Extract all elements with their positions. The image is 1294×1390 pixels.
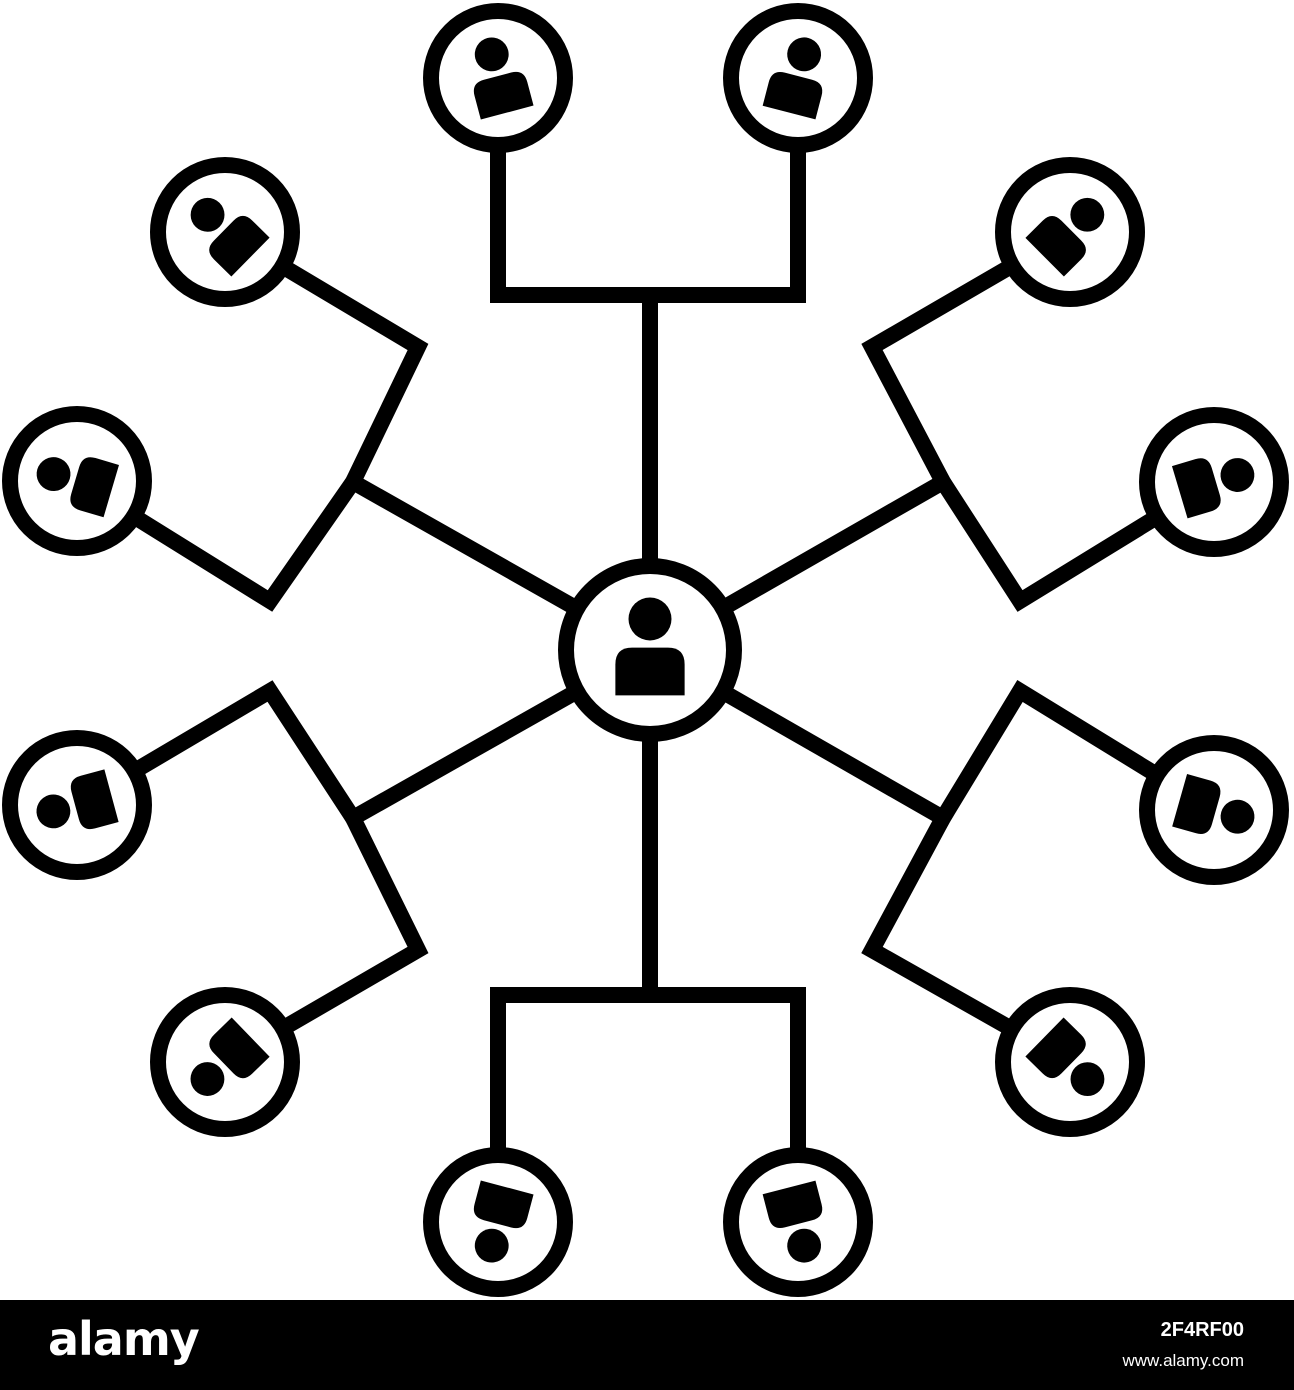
person-node-upper-left-1 [150, 157, 300, 307]
person-icon [36, 457, 119, 518]
bracket-line-upper-left [72, 225, 429, 612]
person-node-lower-left-1 [2, 730, 152, 880]
person-head [787, 37, 822, 72]
person-node-lower-right-2 [995, 987, 1145, 1137]
person-head [190, 1062, 225, 1096]
site-url-label: www.alamy.com [1122, 1351, 1244, 1370]
person-body [70, 457, 119, 518]
person-node-top-1 [423, 3, 573, 153]
person-node-lower-left-2 [150, 987, 300, 1137]
person-body [1025, 1017, 1086, 1079]
person-body [762, 72, 823, 120]
person-body [615, 647, 685, 696]
person-body [762, 1180, 823, 1228]
bracket-line-lower-right [861, 679, 1219, 1069]
person-body [1172, 774, 1221, 834]
person-body [209, 1017, 270, 1079]
person-node-upper-right-2 [1139, 407, 1289, 557]
person-head [628, 597, 672, 641]
person-icon [473, 37, 534, 120]
person-icon [1025, 197, 1105, 277]
person-icon [762, 1180, 823, 1263]
person-body [1025, 215, 1086, 277]
person-icon [36, 769, 119, 830]
center-person-node [558, 558, 742, 742]
person-node-lower-right-1 [1139, 735, 1289, 885]
person-icon [762, 37, 823, 120]
person-node-top-2 [723, 3, 873, 153]
person-icon [1025, 1017, 1105, 1097]
person-icon [1171, 458, 1255, 519]
bracket-line-upper-right [861, 225, 1219, 612]
person-head [474, 1228, 509, 1263]
person-node-upper-left-2 [2, 406, 152, 556]
brand-logo: alamy [48, 1312, 200, 1366]
person-body [70, 769, 119, 830]
person-head [1070, 1062, 1105, 1097]
person-head [1070, 197, 1105, 232]
person-icon [190, 197, 270, 277]
person-node-bottom-1 [423, 1147, 573, 1297]
network-diagram-svg [2, 3, 1289, 1297]
person-head [1220, 458, 1255, 492]
person-body [209, 215, 270, 277]
person-head [474, 37, 509, 72]
person-body [1171, 458, 1221, 519]
bracket-line-top [490, 78, 806, 303]
person-head [1220, 799, 1255, 834]
bracket-line-lower-left [72, 680, 429, 1069]
person-node-bottom-2 [723, 1147, 873, 1297]
person-icon [190, 1017, 270, 1096]
person-body [473, 1180, 534, 1229]
person-head [787, 1228, 822, 1263]
person-icon [1172, 774, 1255, 834]
image-id-label: 2F4RF00 [1160, 1319, 1244, 1341]
person-node-upper-right-1 [995, 157, 1145, 307]
person-head [36, 794, 71, 829]
person-icon [473, 1180, 534, 1263]
watermark-bar: alamy 2F4RF00 www.alamy.com [0, 1300, 1294, 1390]
bracket-line-bottom [490, 987, 806, 1222]
person-body [473, 71, 534, 120]
person-head [190, 197, 225, 232]
network-diagram [2, 3, 1289, 1297]
person-icon [615, 597, 685, 696]
person-nodes [2, 3, 1289, 1297]
person-head [36, 457, 71, 492]
